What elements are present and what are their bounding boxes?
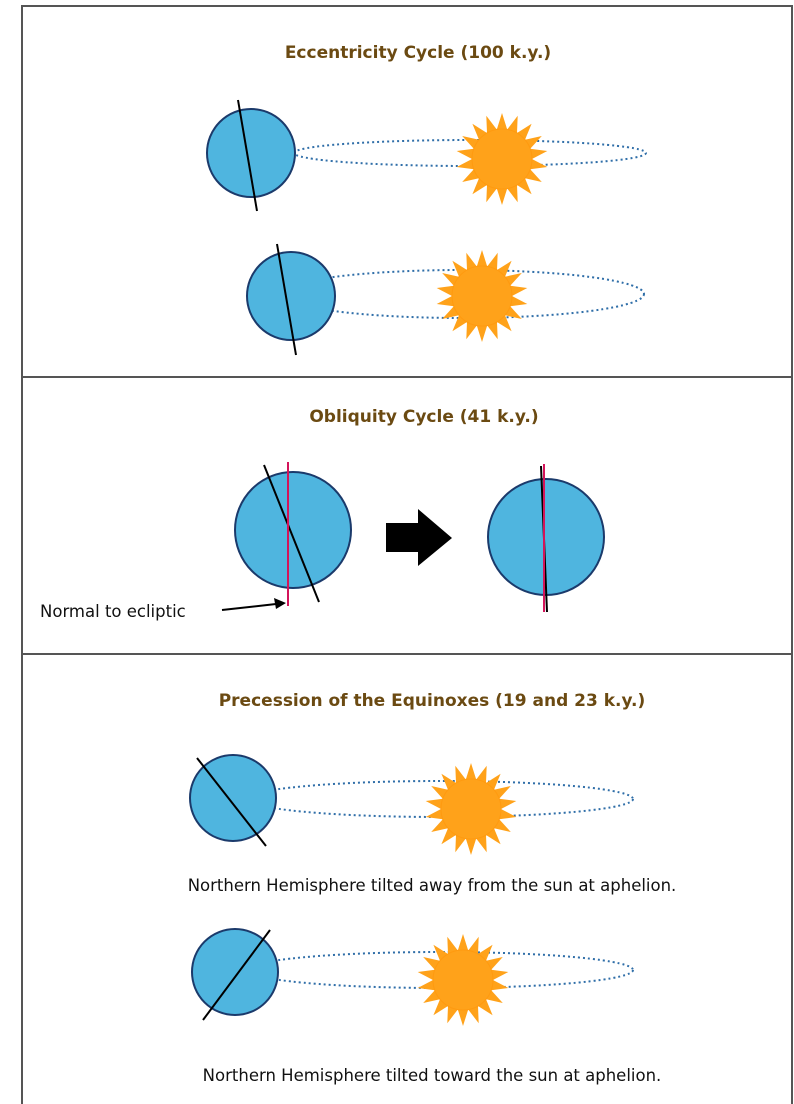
obliquity-earth-upright: [487, 464, 605, 613]
earth-axis: [196, 757, 267, 847]
eccentricity-title: Eccentricity Cycle (100 k.y.): [285, 43, 551, 63]
sun-icon: [417, 934, 509, 1026]
label-pointer-arrow: [221, 598, 286, 611]
obliquity-earth-tilted: [234, 462, 352, 606]
earth-icon: [206, 99, 296, 212]
earth-icon: [191, 928, 279, 1021]
caption-tilted-away: Northern Hemisphere tilted away from the…: [188, 876, 677, 895]
earth-icon: [189, 754, 277, 847]
normal-to-ecliptic-label: Normal to ecliptic: [40, 602, 186, 621]
panel-precession-border: [21, 653, 793, 1104]
arrow-right-icon: [386, 509, 452, 566]
precession-row-away: [189, 754, 634, 855]
sun-icon: [425, 763, 517, 855]
earth-axis: [202, 929, 271, 1021]
obliquity-title: Obliquity Cycle (41 k.y.): [309, 407, 538, 427]
earth-icon: [246, 243, 336, 356]
eccentricity-row-1: [206, 99, 647, 212]
precession-row-toward: [191, 928, 634, 1026]
earth-icon: [234, 471, 352, 589]
sun-icon: [436, 250, 528, 342]
earth-axis: [237, 99, 258, 212]
precession-title: Precession of the Equinoxes (19 and 23 k…: [219, 691, 646, 711]
earth-axis: [276, 243, 297, 356]
caption-tilted-toward: Northern Hemisphere tilted toward the su…: [203, 1066, 662, 1085]
eccentricity-row-2: [246, 243, 645, 356]
sun-icon: [456, 113, 548, 205]
earth-axis: [263, 464, 320, 603]
